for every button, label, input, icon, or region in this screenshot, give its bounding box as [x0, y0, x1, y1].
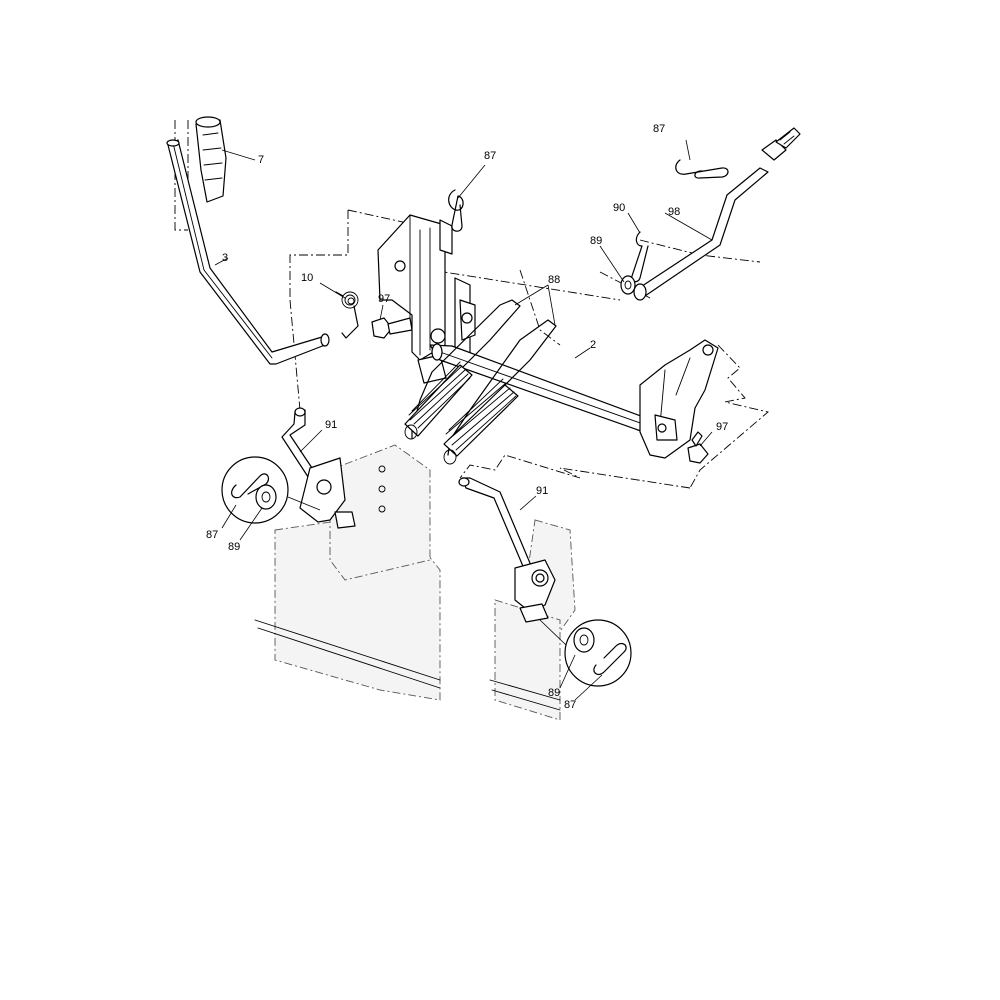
callout-7: 7 [258, 154, 264, 166]
callout-3: 3 [222, 252, 228, 264]
detail-circle-left [221, 456, 321, 524]
bolt-97-left [371, 317, 413, 339]
detail-circle-right [539, 619, 632, 687]
adjustment-rod-98 [633, 127, 801, 301]
lift-link-91-left [281, 407, 356, 529]
handle-grip-7 [195, 116, 227, 203]
callout-91-left: 91 [325, 419, 337, 431]
callout-10: 10 [301, 272, 313, 284]
cross-shaft-2 [429, 343, 666, 437]
callout-87-top: 87 [484, 150, 496, 162]
right-lift-bracket [639, 339, 719, 459]
callout-91-right: 91 [536, 485, 548, 497]
center-bracket [377, 214, 476, 384]
spring-coil-left [404, 361, 473, 440]
callout-97-left: 97 [378, 293, 390, 305]
extension-springs-88 [404, 299, 557, 465]
lift-link-91-right [458, 477, 556, 623]
deck-panel-left [254, 444, 441, 701]
callout-89-detail-left: 89 [228, 541, 240, 553]
spring-coil-right [443, 378, 519, 465]
washer-89-right [620, 275, 636, 295]
cotter-clip-90 [631, 231, 649, 283]
torsion-spring-10 [335, 291, 359, 339]
callout-leaders [214, 139, 713, 701]
callout-90: 90 [613, 202, 625, 214]
callout-87-right: 87 [653, 123, 665, 135]
callout-87-detail-right: 87 [564, 699, 576, 711]
bolt-97-right [687, 431, 709, 464]
callout-87-detail-left: 87 [206, 529, 218, 541]
hairpin-clip-87-right [675, 159, 729, 179]
hairpin-clip-87-top [448, 189, 464, 232]
callout-98: 98 [668, 206, 680, 218]
callout-89-right: 89 [590, 235, 602, 247]
callout-2: 2 [590, 339, 596, 351]
callout-97-right: 97 [716, 421, 728, 433]
callout-89-detail-right: 89 [548, 687, 560, 699]
callout-labels: 7 3 87 10 97 88 2 87 90 98 89 97 91 91 8… [206, 123, 728, 711]
lift-handle-3 [166, 139, 330, 365]
callout-88: 88 [548, 274, 560, 286]
